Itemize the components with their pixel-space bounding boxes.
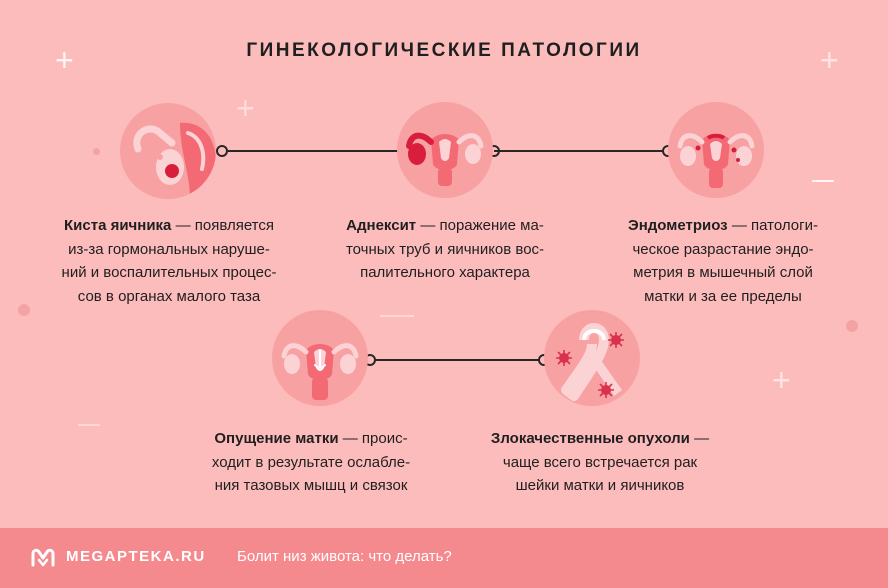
dot-decoration — [846, 320, 858, 332]
dash-decoration — [380, 315, 414, 317]
condition-name: Аднексит — [346, 217, 417, 234]
adnexitis-uterus-icon — [397, 102, 493, 198]
dash-decoration — [812, 180, 834, 182]
article-link[interactable]: Болит низ живота: что делать? — [237, 548, 452, 565]
plus-decoration: + — [820, 42, 839, 78]
connector-line — [494, 150, 666, 152]
condition-name: Злокачественные опухоли — [490, 430, 690, 447]
plus-decoration: + — [772, 362, 791, 398]
condition-description: Аднексит — поражение ма- точных труб и я… — [345, 217, 545, 281]
connector-node — [216, 145, 228, 157]
uterine-prolapse-icon — [272, 310, 368, 406]
plus-decoration: + — [55, 42, 74, 78]
dot-decoration — [93, 148, 100, 155]
connector-line — [222, 150, 492, 152]
plus-decoration: + — [236, 90, 255, 126]
condition-description: Киста яичника — появляется из-за гормона… — [61, 217, 277, 305]
brand-link[interactable]: MEGAPTEKA.RU — [66, 548, 206, 565]
cancer-ribbon-icon — [544, 310, 640, 406]
condition-description: Эндометриоз — патологи- ческое разрастан… — [628, 217, 818, 305]
page-title: ГИНЕКОЛОГИЧЕСКИЕ ПАТОЛОГИИ — [246, 40, 642, 61]
condition-description: Злокачественные опухоли — чаще всего вст… — [490, 430, 710, 494]
dash-decoration — [78, 424, 100, 426]
condition-description: Опущение матки — проис- ходит в результа… — [211, 430, 411, 494]
ovary-cyst-icon — [120, 103, 216, 199]
dot-decoration — [18, 304, 30, 316]
condition-name: Киста яичника — [64, 217, 172, 234]
connector-line — [370, 359, 542, 361]
footer-bar: MEGAPTEKA.RU Болит низ живота: что делат… — [0, 528, 888, 588]
endometriosis-uterus-icon — [668, 102, 764, 198]
condition-name: Эндометриоз — [628, 217, 728, 234]
condition-name: Опущение матки — [214, 430, 339, 447]
megapteka-logo-icon — [31, 548, 55, 567]
